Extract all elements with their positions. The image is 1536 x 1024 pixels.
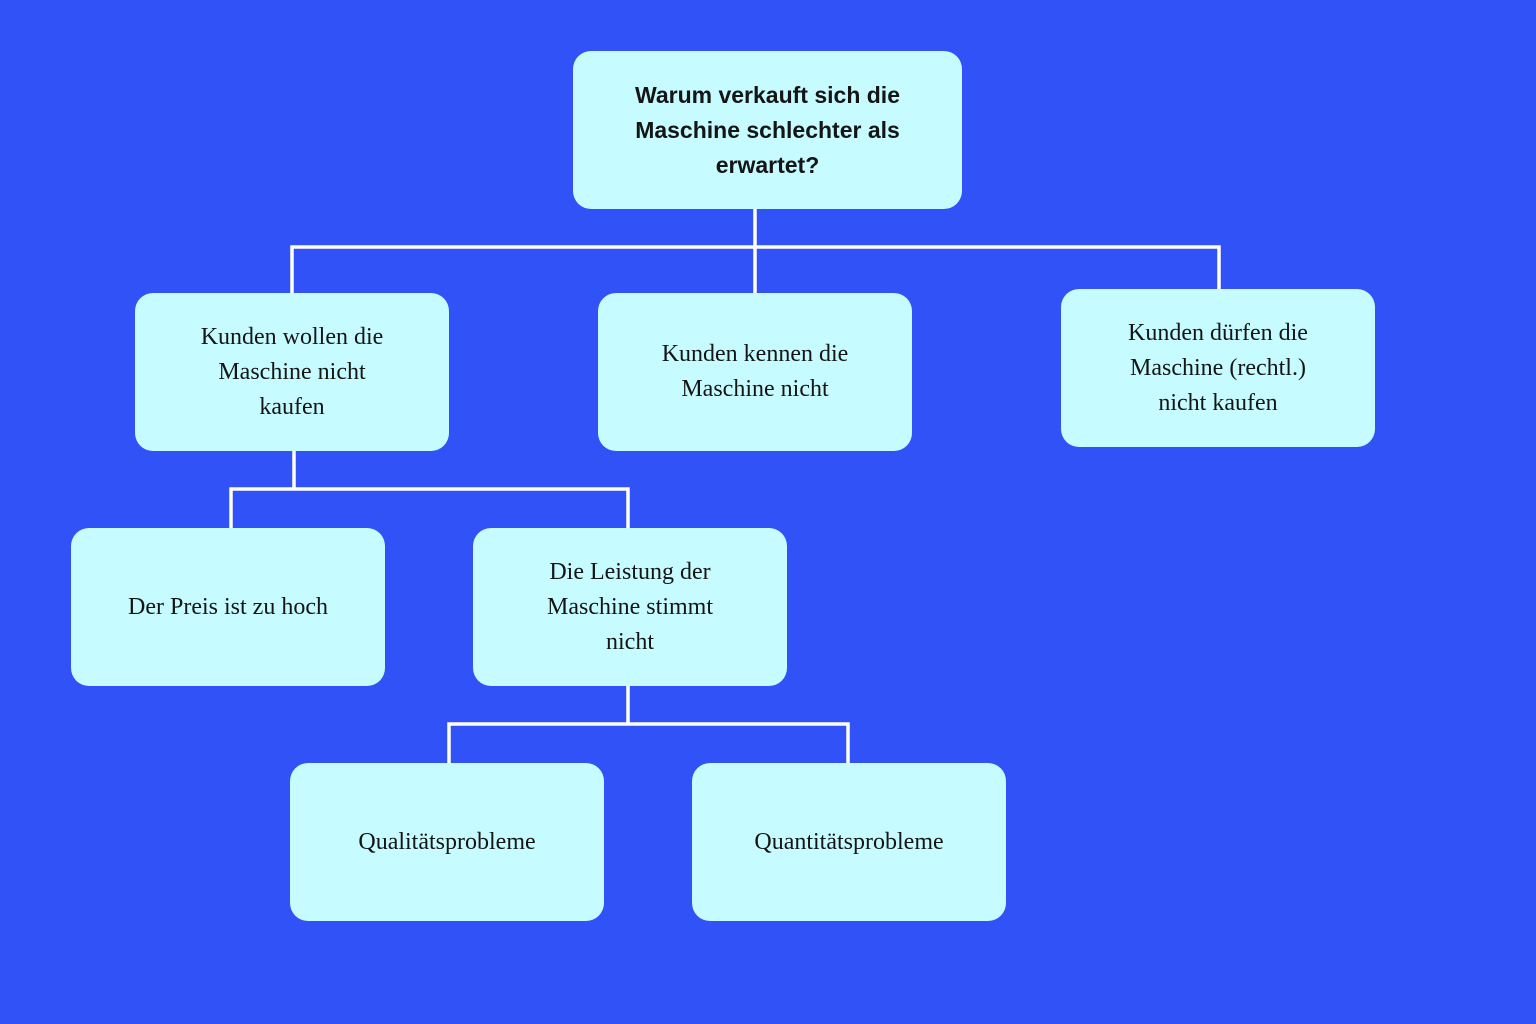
connector-wollen-to-level2: [229, 449, 630, 534]
cause-label-kunden-wollen-nicht: Kunden wollen die Maschine nicht kaufen: [200, 323, 384, 420]
detail-box-quantitaet: Quantitätsprobleme: [692, 763, 1006, 921]
sub-cause-label-leistung: Die Leistung der Maschine stimmt nicht: [547, 558, 713, 655]
detail-label-qualitaet: Qualitätsprobleme: [358, 828, 536, 855]
detail-box-qualitaet: Qualitätsprobleme: [290, 763, 604, 921]
cause-label-kunden-kennen-nicht: Kunden kennen die Maschine nicht: [661, 341, 849, 402]
cause-box-kunden-wollen-nicht: Kunden wollen die Maschine nicht kaufen: [135, 293, 449, 451]
root-question-box: Warum verkauft sich die Maschine schlech…: [573, 51, 962, 209]
sub-cause-label-preis: Der Preis ist zu hoch: [128, 593, 328, 620]
detail-label-quantitaet: Quantitätsprobleme: [754, 828, 944, 855]
root-question-label: Warum verkauft sich die Maschine schlech…: [634, 81, 900, 178]
cause-box-kunden-kennen-nicht: Kunden kennen die Maschine nicht: [598, 293, 912, 451]
connector-leistung-to-level3: [447, 684, 850, 765]
sub-cause-box-leistung: Die Leistung der Maschine stimmt nicht: [473, 528, 787, 686]
cause-label-kunden-duerfen-nicht: Kunden dürfen die Maschine (rechtl.) nic…: [1128, 319, 1308, 416]
cause-box-kunden-duerfen-nicht: Kunden dürfen die Maschine (rechtl.) nic…: [1061, 289, 1375, 447]
connector-root-to-level1: [290, 207, 1221, 295]
sub-cause-box-preis: Der Preis ist zu hoch: [71, 528, 385, 686]
